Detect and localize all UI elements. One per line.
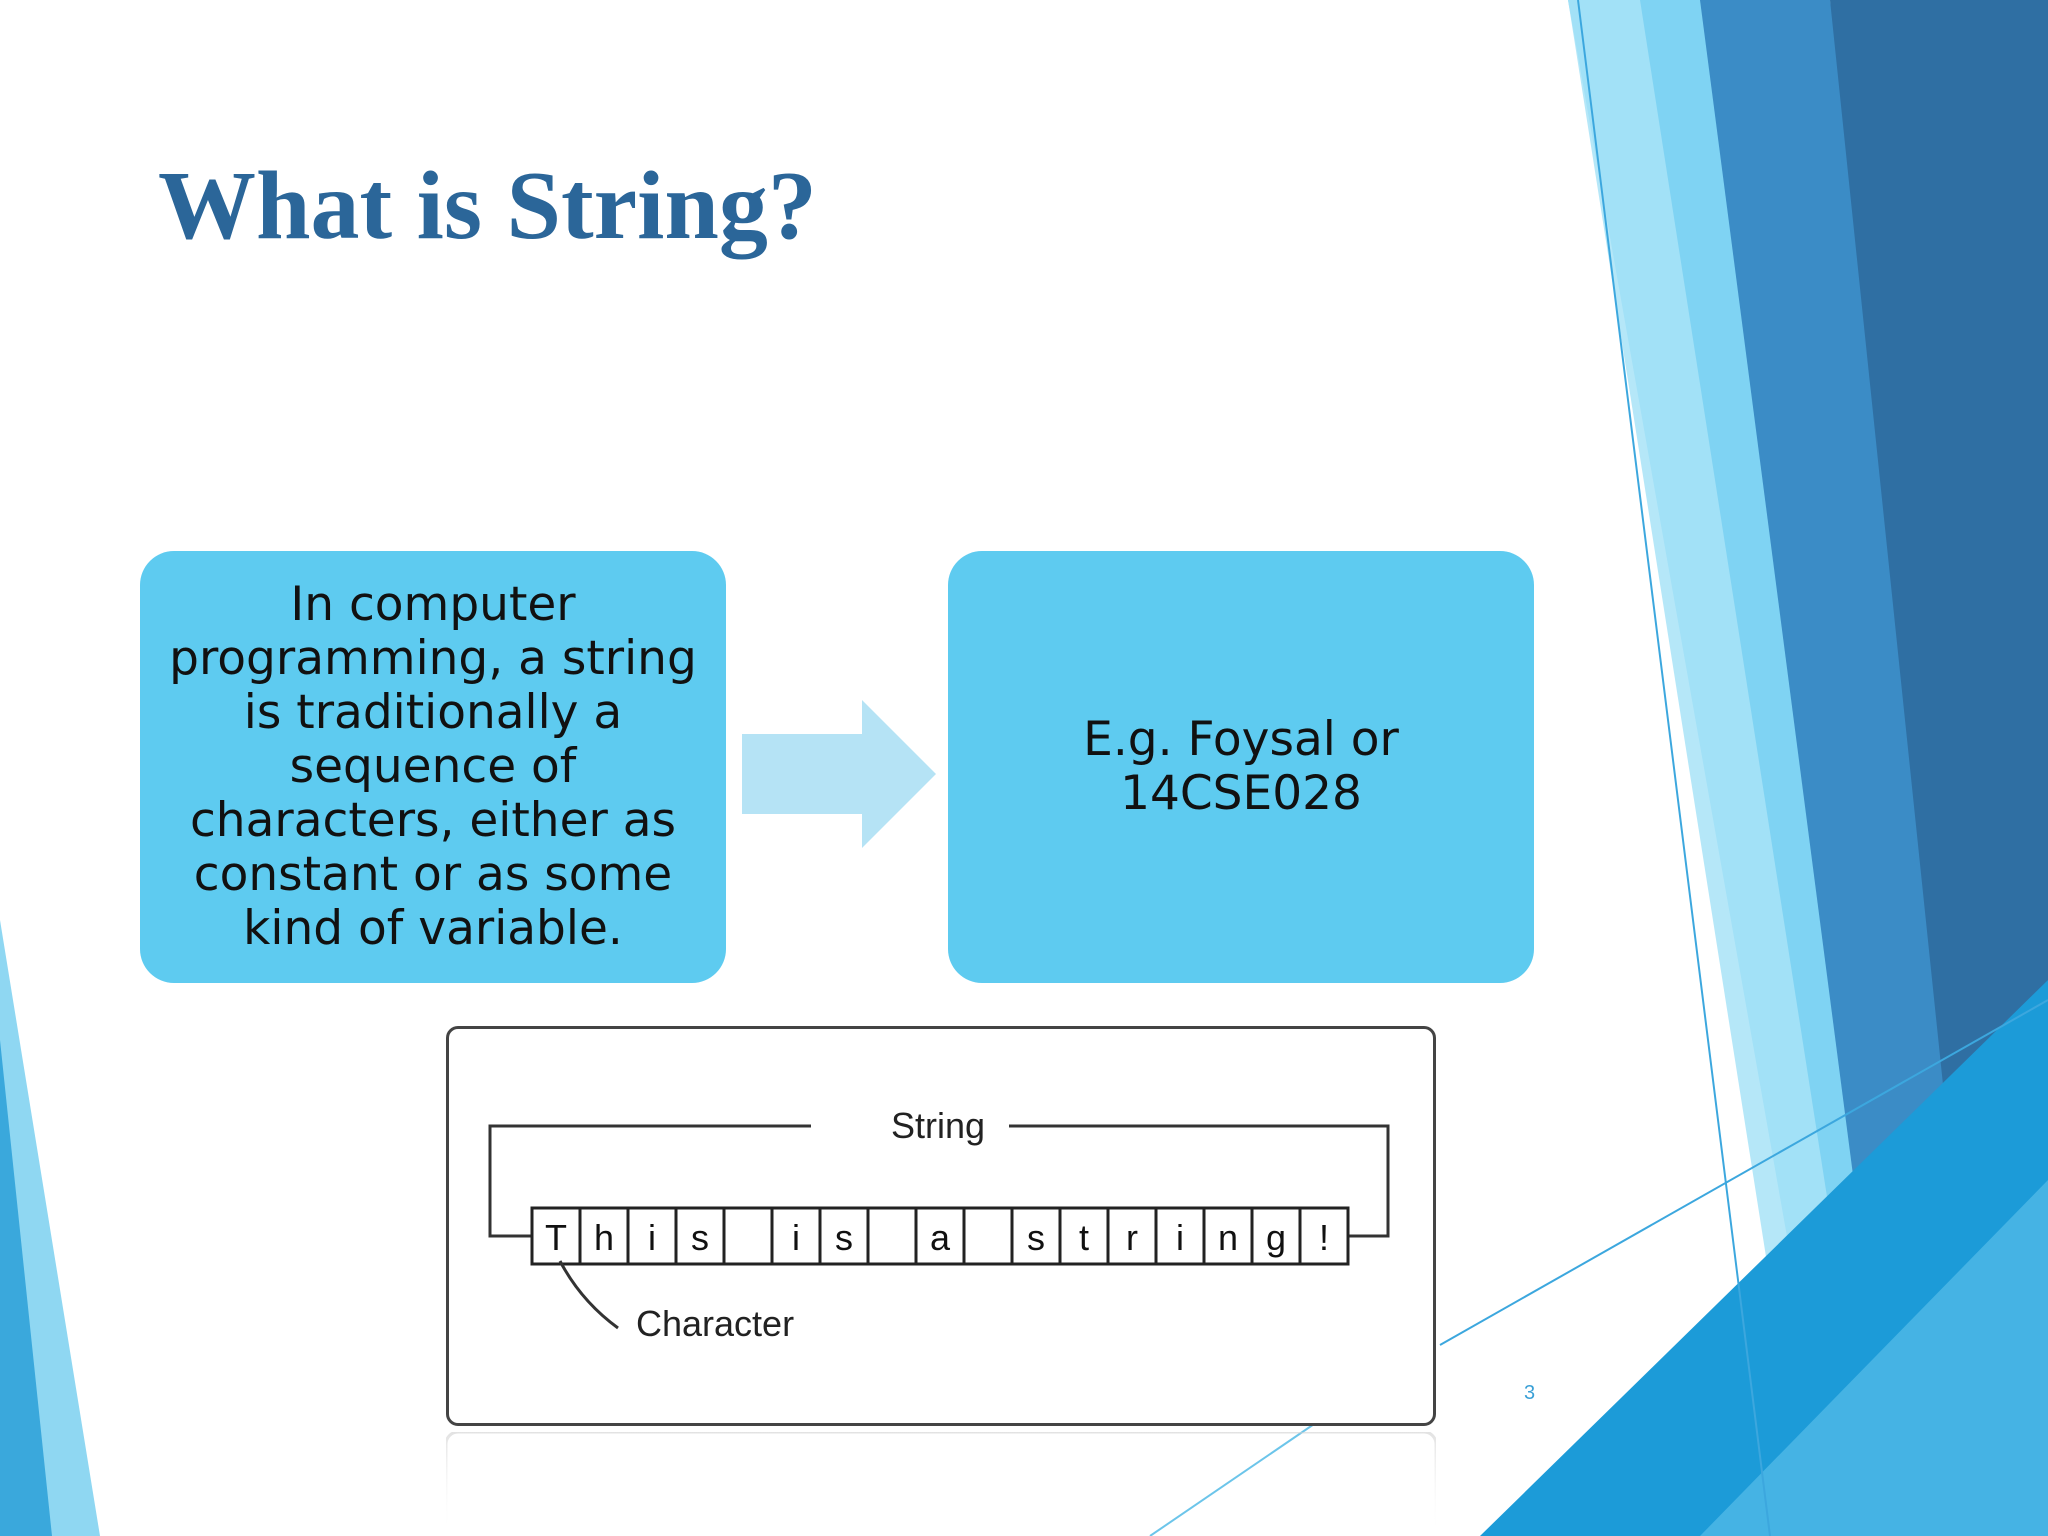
- character-cell-text: !: [1319, 1217, 1329, 1258]
- example-text: E.g. Foysal or 14CSE028: [1083, 712, 1399, 821]
- page-number: 3: [1524, 1382, 1536, 1404]
- character-cell-text: s: [691, 1217, 709, 1258]
- character-cell-text: i: [792, 1217, 800, 1258]
- character-cell-text: a: [930, 1217, 951, 1258]
- flow-arrow-icon: [742, 700, 936, 848]
- character-cell-text: s: [1027, 1217, 1045, 1258]
- deco-left-sliver-dark: [0, 1040, 52, 1536]
- character-cell: [866, 1206, 918, 1266]
- character-cell: [914, 1206, 966, 1266]
- character-cell: [770, 1206, 822, 1266]
- deco-bottom-right-overlay: [1700, 1180, 2048, 1536]
- string-bracket-left: [488, 1124, 811, 1238]
- character-cell-text: h: [594, 1217, 614, 1258]
- character-cell-text: g: [1266, 1217, 1286, 1258]
- character-cell: [722, 1206, 774, 1266]
- character-cell-text: s: [835, 1217, 853, 1258]
- deco-line-1: [1577, 0, 1771, 1536]
- character-cell: [626, 1206, 678, 1266]
- string-bracket-right: [1009, 1124, 1390, 1238]
- character-cell-text: n: [1218, 1217, 1238, 1258]
- string-label: String: [891, 1105, 985, 1146]
- deco-line-2: [1439, 999, 2048, 1346]
- character-cell-text: r: [1126, 1217, 1138, 1258]
- definition-text: In computer programming, a string is tra…: [169, 577, 697, 956]
- character-cell: [1298, 1206, 1350, 1266]
- deco-line-3: [1149, 1419, 1321, 1536]
- character-cell: [962, 1206, 1014, 1266]
- character-cell-text: i: [1176, 1217, 1184, 1258]
- character-cell-text: i: [648, 1217, 656, 1258]
- character-cell-text: t: [1079, 1217, 1089, 1258]
- character-cell: [1010, 1206, 1062, 1266]
- character-cell-text: T: [545, 1217, 567, 1258]
- character-cell: [674, 1206, 726, 1266]
- character-cell: [1202, 1206, 1254, 1266]
- deco-pale-band: [1568, 0, 1880, 1536]
- character-cell: [1106, 1206, 1158, 1266]
- character-cell: [1250, 1206, 1302, 1266]
- example-box: E.g. Foysal or 14CSE028: [948, 551, 1534, 983]
- diagram-reflection: [446, 1432, 1436, 1536]
- character-pointer: [558, 1260, 619, 1330]
- character-cell: [578, 1206, 630, 1266]
- slide-title: What is String?: [158, 152, 817, 260]
- definition-box: In computer programming, a string is tra…: [140, 551, 726, 983]
- character-label: Character: [636, 1303, 794, 1344]
- character-cell: [1154, 1206, 1206, 1266]
